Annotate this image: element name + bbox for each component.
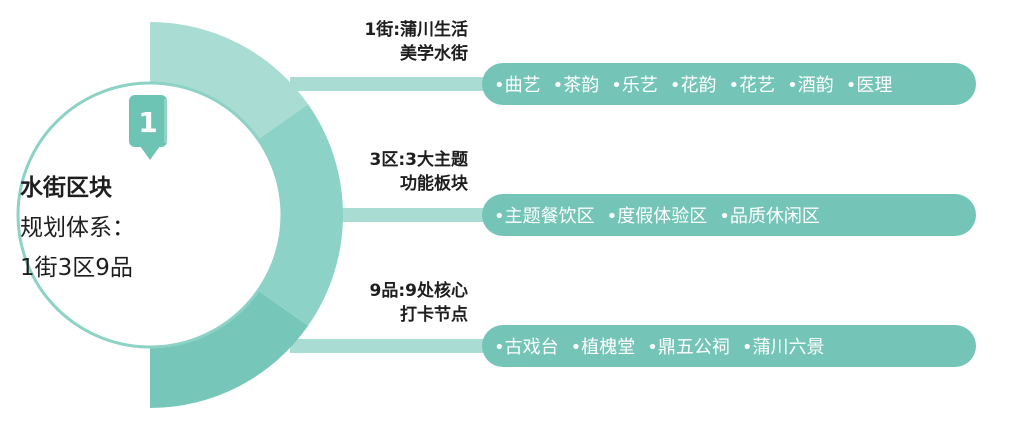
segment-1-item: •花艺 xyxy=(728,75,776,96)
center-text-block: 水街区块 规划体系： 1街3区9品 xyxy=(20,168,220,288)
segment-2-item: •品质休闲区 xyxy=(719,206,820,227)
badge-number: 1 xyxy=(138,106,157,139)
segment-3-items-pill: •古戏台 •植槐堂 •鼎五公祠 •蒲川六景 xyxy=(482,325,976,367)
segment-2-item: •主题餐饮区 xyxy=(494,206,595,227)
center-title: 水街区块 xyxy=(20,175,112,201)
segment-3-label-line-1: 9品:9处核心 xyxy=(369,281,468,301)
connector-3 xyxy=(290,339,490,353)
connector-1 xyxy=(290,77,490,91)
segment-1-label-line-2: 美学水街 xyxy=(400,44,468,64)
segment-3-item: •鼎五公祠 xyxy=(647,337,730,358)
segment-3-label: 9品:9处核心 打卡节点 xyxy=(300,279,468,327)
center-circle xyxy=(16,81,284,349)
segment-1-item: •花韵 xyxy=(669,75,717,96)
segment-1-label-line-1: 1街:蒲川生活 xyxy=(364,20,468,40)
segment-3-label-line-2: 打卡节点 xyxy=(400,305,468,325)
segment-2-items-pill: •主题餐饮区 •度假体验区 •品质休闲区 xyxy=(482,194,976,236)
segment-1-label: 1街:蒲川生活 美学水街 xyxy=(300,18,468,66)
segment-3-item: •古戏台 xyxy=(494,337,559,358)
segment-2-label-line-2: 功能板块 xyxy=(400,174,468,194)
segment-1-item: •曲艺 xyxy=(494,75,541,96)
segment-3-item: •植槐堂 xyxy=(570,337,636,358)
segment-1-item: •医理 xyxy=(845,75,893,96)
segment-2-label-line-1: 3区:3大主题 xyxy=(369,150,468,170)
segment-1-item: •茶韵 xyxy=(552,75,600,96)
center-subtitle-line-2: 1街3区9品 xyxy=(20,255,133,281)
segment-1-item: •乐艺 xyxy=(611,75,658,96)
segment-1-item: •酒韵 xyxy=(787,75,834,96)
segment-2-label: 3区:3大主题 功能板块 xyxy=(300,148,468,196)
segment-3-item: •蒲川六景 xyxy=(741,337,825,358)
center-subtitle-line-1: 规划体系： xyxy=(20,215,135,241)
segment-1-items-pill: •曲艺 •茶韵 •乐艺 •花韵 •花艺 •酒韵 •医理 xyxy=(482,63,976,105)
speech-bubble-number-icon: 1 xyxy=(129,95,167,160)
segment-2-item: •度假体验区 xyxy=(606,206,708,227)
